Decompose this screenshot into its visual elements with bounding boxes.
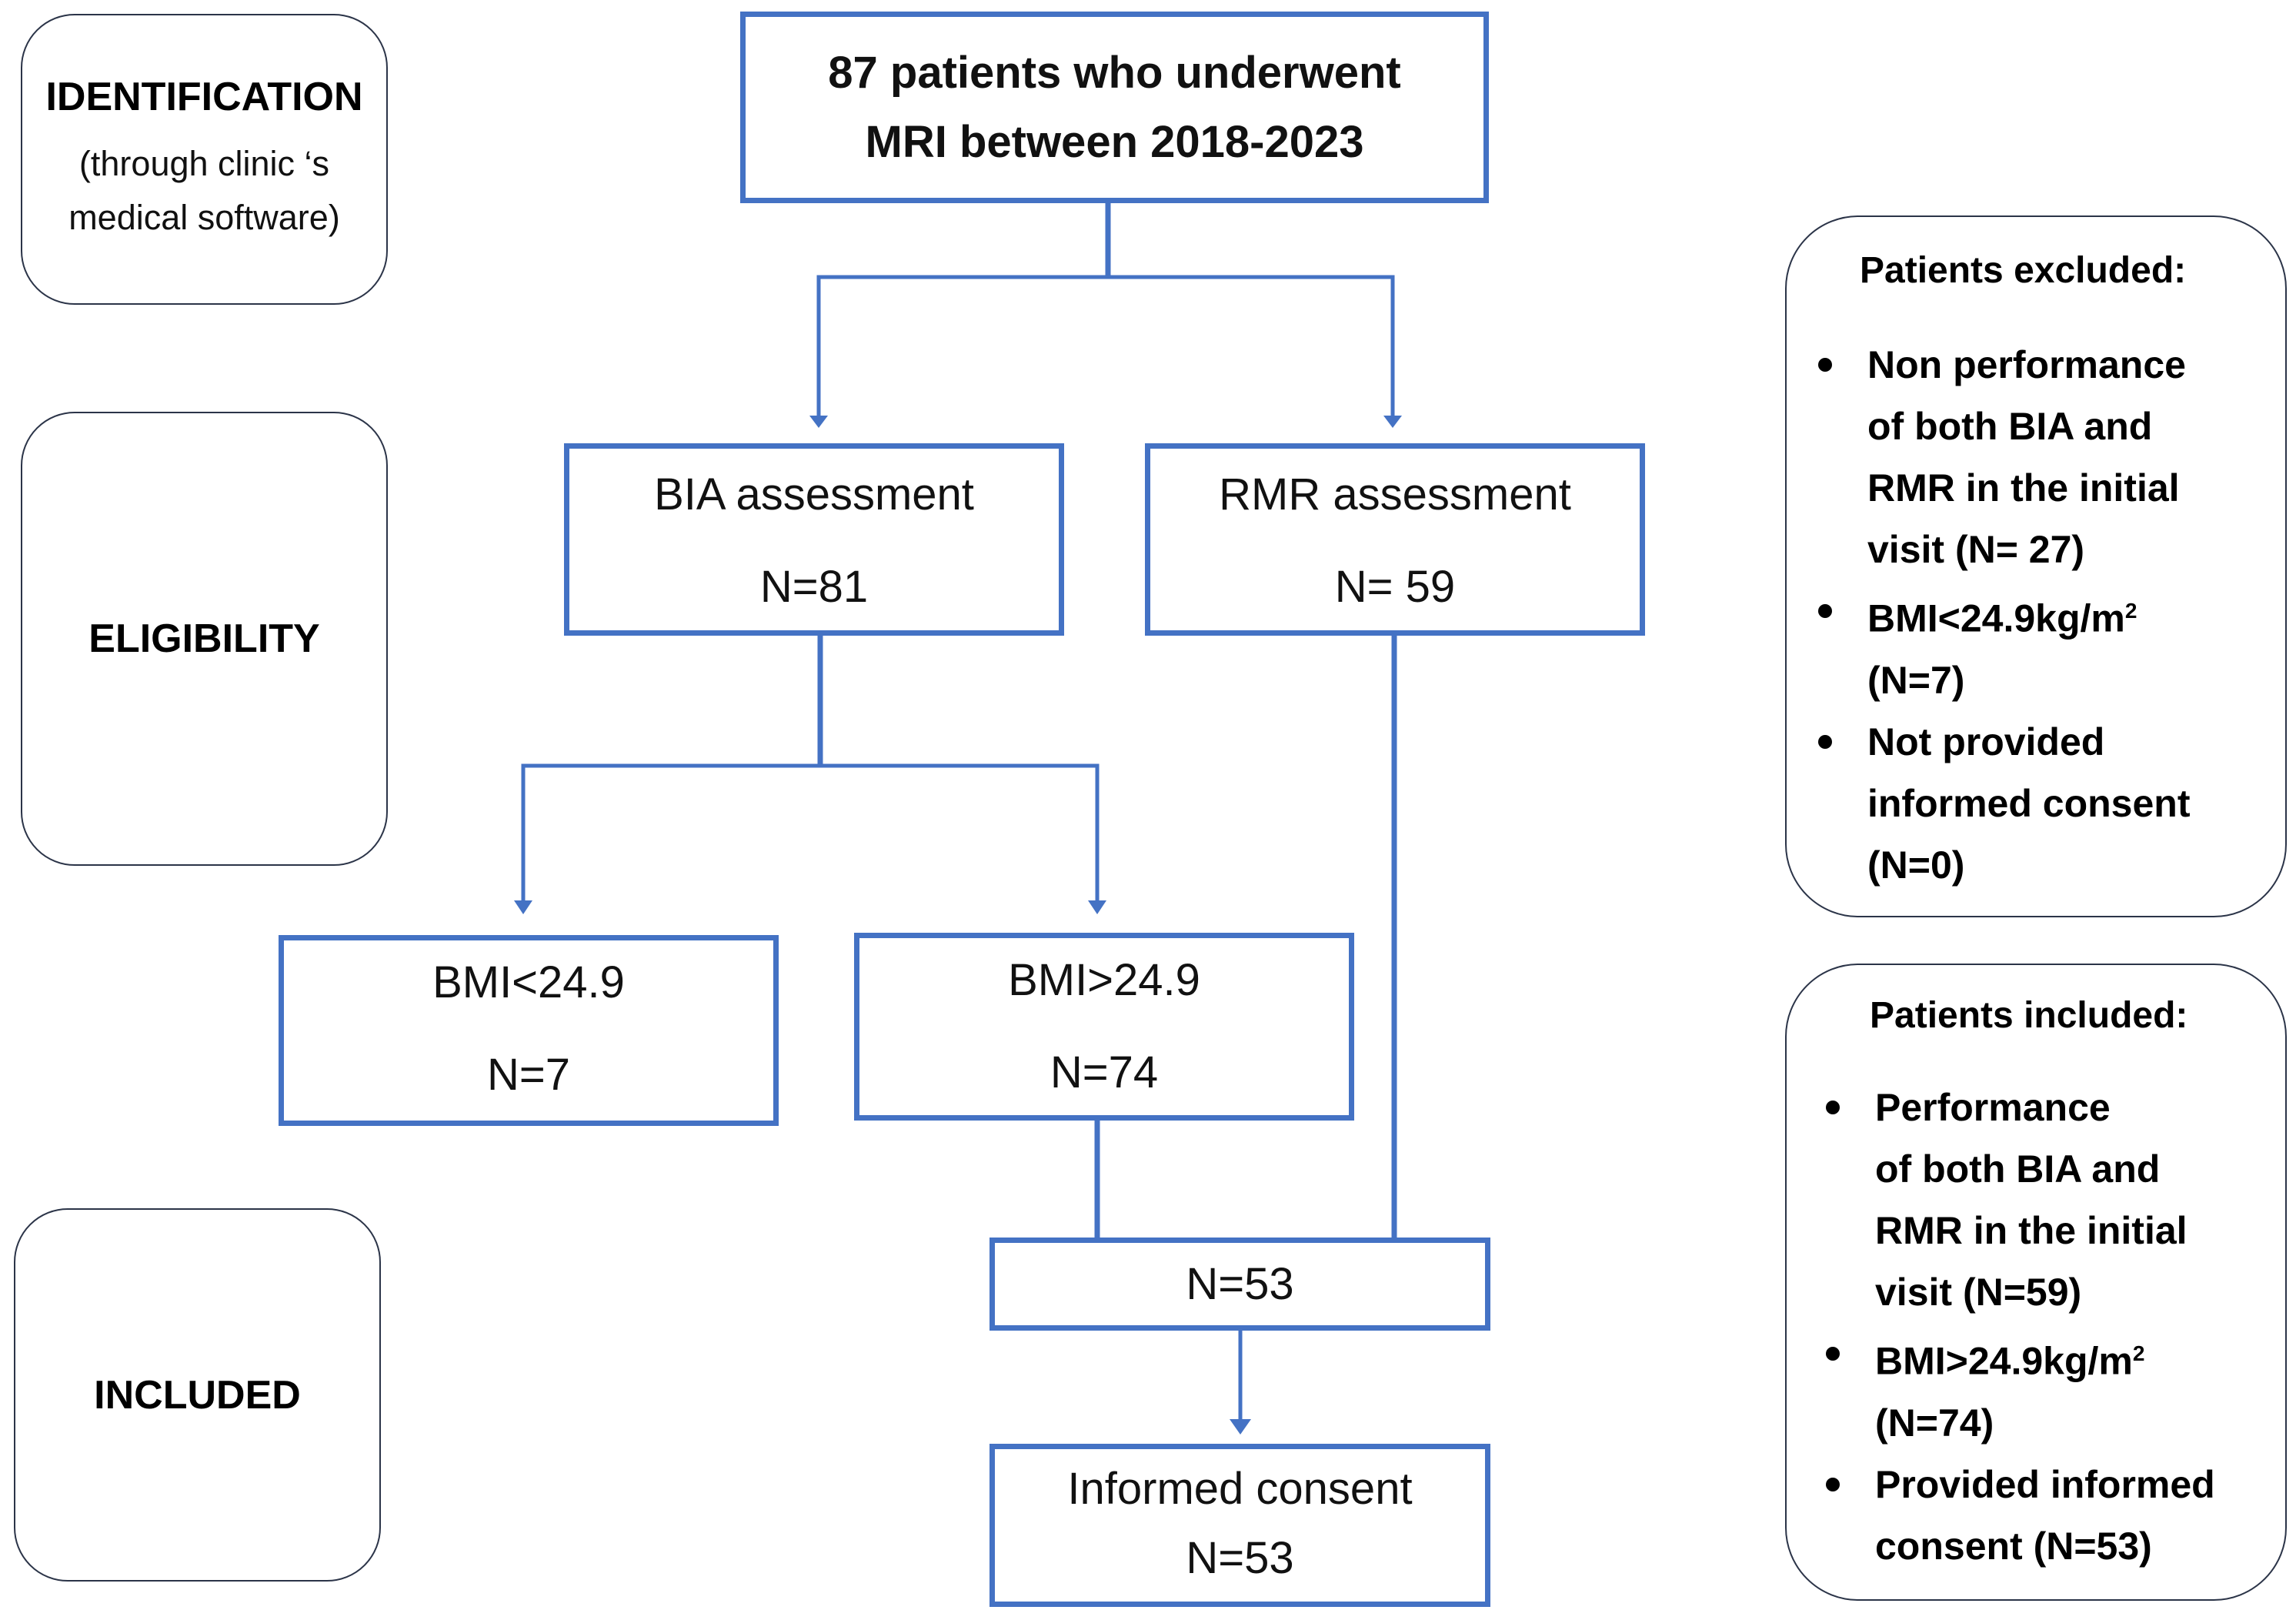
box-rmr-label: RMR assessment (1219, 469, 1571, 519)
excluded-item: BMI<24.9kg/m2 (N=7) (1818, 580, 2190, 711)
included-item-2-line2: (N=74) (1875, 1401, 1994, 1445)
bullet-dot (1818, 604, 1832, 618)
box-rmr: RMR assessment N= 59 (1145, 443, 1645, 636)
excluded-item-2-line1: BMI<24.9kg/m2 (1867, 580, 2190, 650)
excluded-item-3-line2: informed consent (1867, 781, 2191, 825)
excluded-item-1-line2: of both BIA and (1867, 405, 2153, 448)
excluded-item-3-line1: Not provided (1867, 720, 2105, 763)
stage-identification: IDENTIFICATION (through clinic ‘s medica… (21, 14, 388, 305)
stage-identification-subtitle-line2: medical software) (68, 198, 340, 237)
split-to-bia-rmr (816, 275, 1395, 419)
panel-excluded: Patients excluded: Non performance of bo… (1785, 215, 2287, 917)
panel-excluded-list: Non performance of both BIA and RMR in t… (1818, 334, 2191, 896)
box-bmi-low-n: N=7 (486, 1050, 570, 1100)
stage-identification-subtitle: (through clinic ‘s medical software) (68, 137, 340, 245)
box-bmi-high: BMI>24.9 N=74 (854, 933, 1354, 1121)
excluded-item-1-line4: visit (N= 27) (1867, 528, 2085, 571)
included-item: BMI>24.9kg/m2 (N=74) (1826, 1323, 2215, 1454)
box-merged-n: N=53 (1186, 1258, 1294, 1309)
included-item-2-text: BMI>24.9kg/m (1875, 1339, 2133, 1383)
panel-excluded-title: Patients excluded: (1860, 250, 2187, 291)
included-item-3-line2: consent (N=53) (1875, 1524, 2152, 1568)
box-bia-label: BIA assessment (654, 469, 974, 519)
included-item-2-sup: 2 (2132, 1341, 2145, 1365)
panel-included-title: Patients included: (1870, 995, 2188, 1036)
arrowhead-bia (809, 416, 828, 428)
bullet-dot (1826, 1347, 1840, 1361)
included-item-1-line3: RMR in the initial (1875, 1209, 2188, 1252)
box-bia-n: N=81 (759, 562, 869, 612)
box-consent-n: N=53 (1186, 1533, 1294, 1583)
bullet-dot (1826, 1101, 1840, 1114)
included-item-2-line1: BMI>24.9kg/m2 (1875, 1323, 2215, 1392)
box-bia: BIA assessment N=81 (564, 443, 1064, 636)
stage-included: INCLUDED (14, 1208, 381, 1582)
included-item-3-line1: Provided informed (1875, 1462, 2215, 1506)
box-start: 87 patients who underwent MRI between 20… (740, 12, 1489, 203)
box-bmi-high-n: N=74 (1050, 1047, 1159, 1097)
arrowhead-bmi-high (1088, 900, 1106, 914)
box-start-line1: 87 patients who underwent (828, 47, 1401, 98)
included-item-1-line1: Performance (1875, 1086, 2111, 1129)
bullet-dot (1818, 358, 1832, 372)
split-to-bmi (521, 763, 1100, 908)
stage-eligibility-title: ELIGIBILITY (88, 616, 320, 661)
stage-included-title: INCLUDED (94, 1372, 301, 1418)
excluded-item-2-line2: (N=7) (1867, 658, 1965, 702)
box-bmi-high-label: BMI>24.9 (1008, 955, 1200, 1005)
box-merged: N=53 (989, 1238, 1490, 1331)
excluded-item-1-line3: RMR in the initial (1867, 466, 2180, 509)
included-item-1-line2: of both BIA and (1875, 1147, 2161, 1191)
included-item: Performance of both BIA and RMR in the i… (1826, 1077, 2215, 1323)
included-item: Provided informed consent (N=53) (1826, 1454, 2215, 1577)
box-rmr-n: N= 59 (1334, 562, 1456, 612)
stage-identification-subtitle-line1: (through clinic ‘s (78, 144, 330, 183)
box-consent: Informed consent N=53 (989, 1444, 1490, 1607)
excluded-item-1-line1: Non performance (1867, 343, 2186, 386)
excluded-item-2-sup: 2 (2124, 599, 2137, 623)
bullet-dot (1826, 1477, 1840, 1491)
box-start-line2: MRI between 2018-2023 (865, 116, 1364, 167)
panel-included-list: Performance of both BIA and RMR in the i… (1826, 1077, 2215, 1577)
stage-identification-title: IDENTIFICATION (45, 75, 363, 119)
bullet-dot (1818, 734, 1832, 749)
excluded-item: Non performance of both BIA and RMR in t… (1818, 334, 2190, 580)
panel-included: Patients included: Performance of both B… (1785, 964, 2287, 1601)
excluded-item-2-text: BMI<24.9kg/m (1867, 596, 2125, 640)
box-bmi-low: BMI<24.9 N=7 (279, 935, 779, 1126)
arrowhead-bmi-low (514, 900, 532, 914)
excluded-item: Not provided informed consent (N=0) (1818, 711, 2191, 896)
included-item-1-line4: visit (N=59) (1875, 1271, 2082, 1314)
box-bmi-low-label: BMI<24.9 (432, 957, 625, 1007)
arrowhead-rmr (1383, 416, 1402, 428)
excluded-item-3-line3: (N=0) (1867, 843, 1965, 887)
arrowhead-consent (1230, 1419, 1251, 1435)
stage-eligibility: ELIGIBILITY (21, 412, 388, 866)
box-consent-label: Informed consent (1067, 1464, 1413, 1514)
